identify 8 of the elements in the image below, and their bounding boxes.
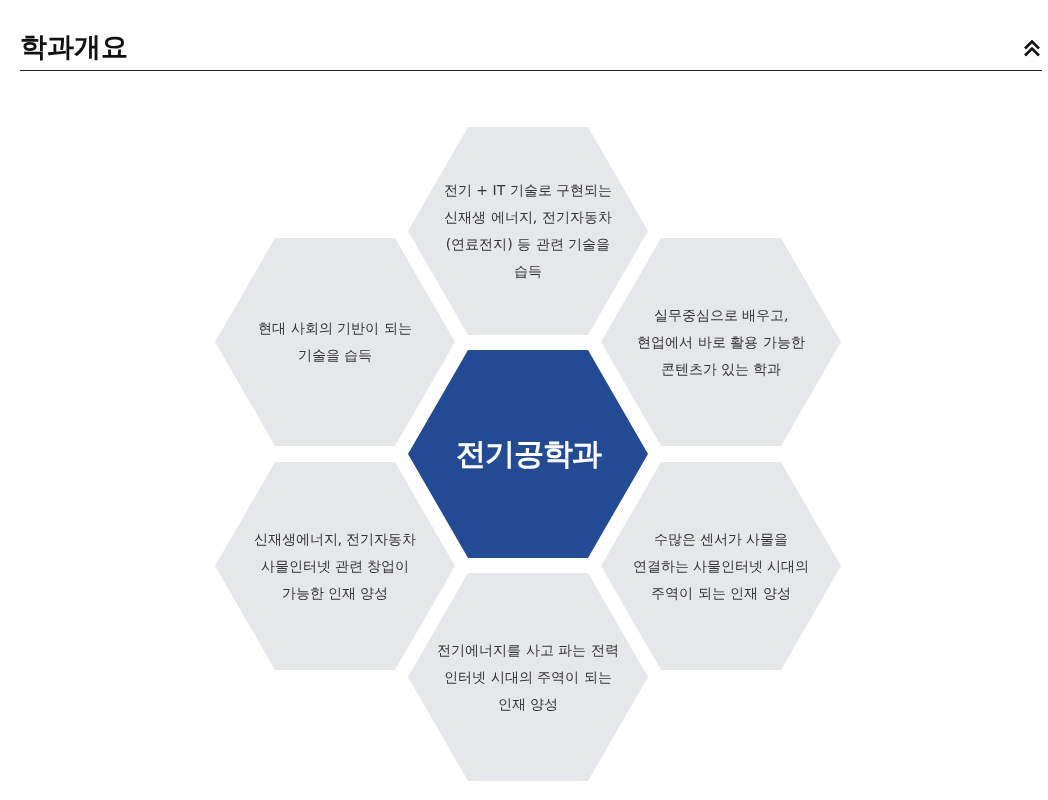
description-text: 현대 사회의 기반이 되는 기술을 습득: [257, 319, 413, 365]
description-text: 전기 + IT 기술로 구현되는 신재생 에너지, 전기자동차 (연료전지) 등 관련 기술을 습득: [442, 181, 614, 281]
description-text: 실무중심으로 배우고, 현업에서 바로 활용 가능한 콘텐츠가 있는 학과: [636, 305, 806, 379]
department-name: 전기공학과: [454, 435, 602, 473]
description-text: 전기에너지를 사고 파는 전력 인터넷 시대의 주역이 되는 인재 양성: [436, 640, 620, 714]
description-text: 수많은 센서가 사물을 연결하는 사물인터넷 시대의 주역이 되는 인재 양성: [631, 529, 811, 603]
section-title: 학과개요: [20, 30, 128, 64]
description-text: 신재생에너지, 전기자동차 사물인터넷 관련 창업이 가능한 인재 양성: [252, 529, 418, 603]
